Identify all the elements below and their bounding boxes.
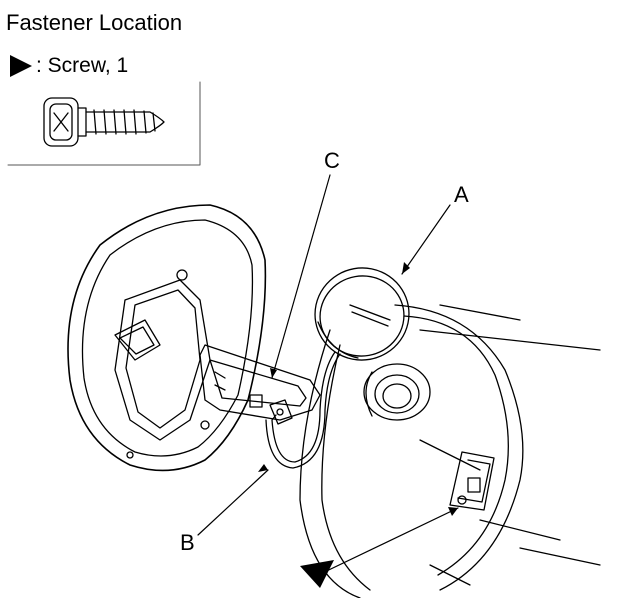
- tether-wire: [265, 351, 341, 469]
- fuel-lid-door: [67, 204, 267, 472]
- filler-recess: [299, 304, 524, 598]
- triangle-pointer-icon: [10, 55, 32, 77]
- leader-lines: [197, 174, 459, 579]
- filler-neck: [363, 363, 431, 421]
- screw-inset-frame: [7, 81, 201, 166]
- callout-b: B: [180, 530, 195, 555]
- callout-c: C: [324, 148, 340, 173]
- leader-c: [271, 174, 331, 379]
- arrowhead-screw: [448, 507, 458, 516]
- leader-a: [401, 204, 451, 275]
- arrowhead-b: [258, 464, 268, 472]
- screw-location-triangle-icon: [300, 560, 334, 588]
- screw-icon: [43, 97, 165, 147]
- leader-arrowheads: [258, 262, 458, 516]
- fastener-legend: : Screw, 1: [10, 54, 128, 78]
- arrowhead-c: [270, 368, 277, 378]
- page-title: Fastener Location: [6, 10, 183, 35]
- leader-screw: [311, 507, 459, 579]
- legend-label: : Screw, 1: [36, 54, 129, 77]
- leader-b: [197, 469, 269, 536]
- hinge-arm: [199, 344, 321, 425]
- callout-a: A: [454, 182, 469, 207]
- body-panel: [419, 304, 601, 566]
- arrowhead-a: [402, 262, 410, 274]
- fuel-cap: [314, 267, 410, 361]
